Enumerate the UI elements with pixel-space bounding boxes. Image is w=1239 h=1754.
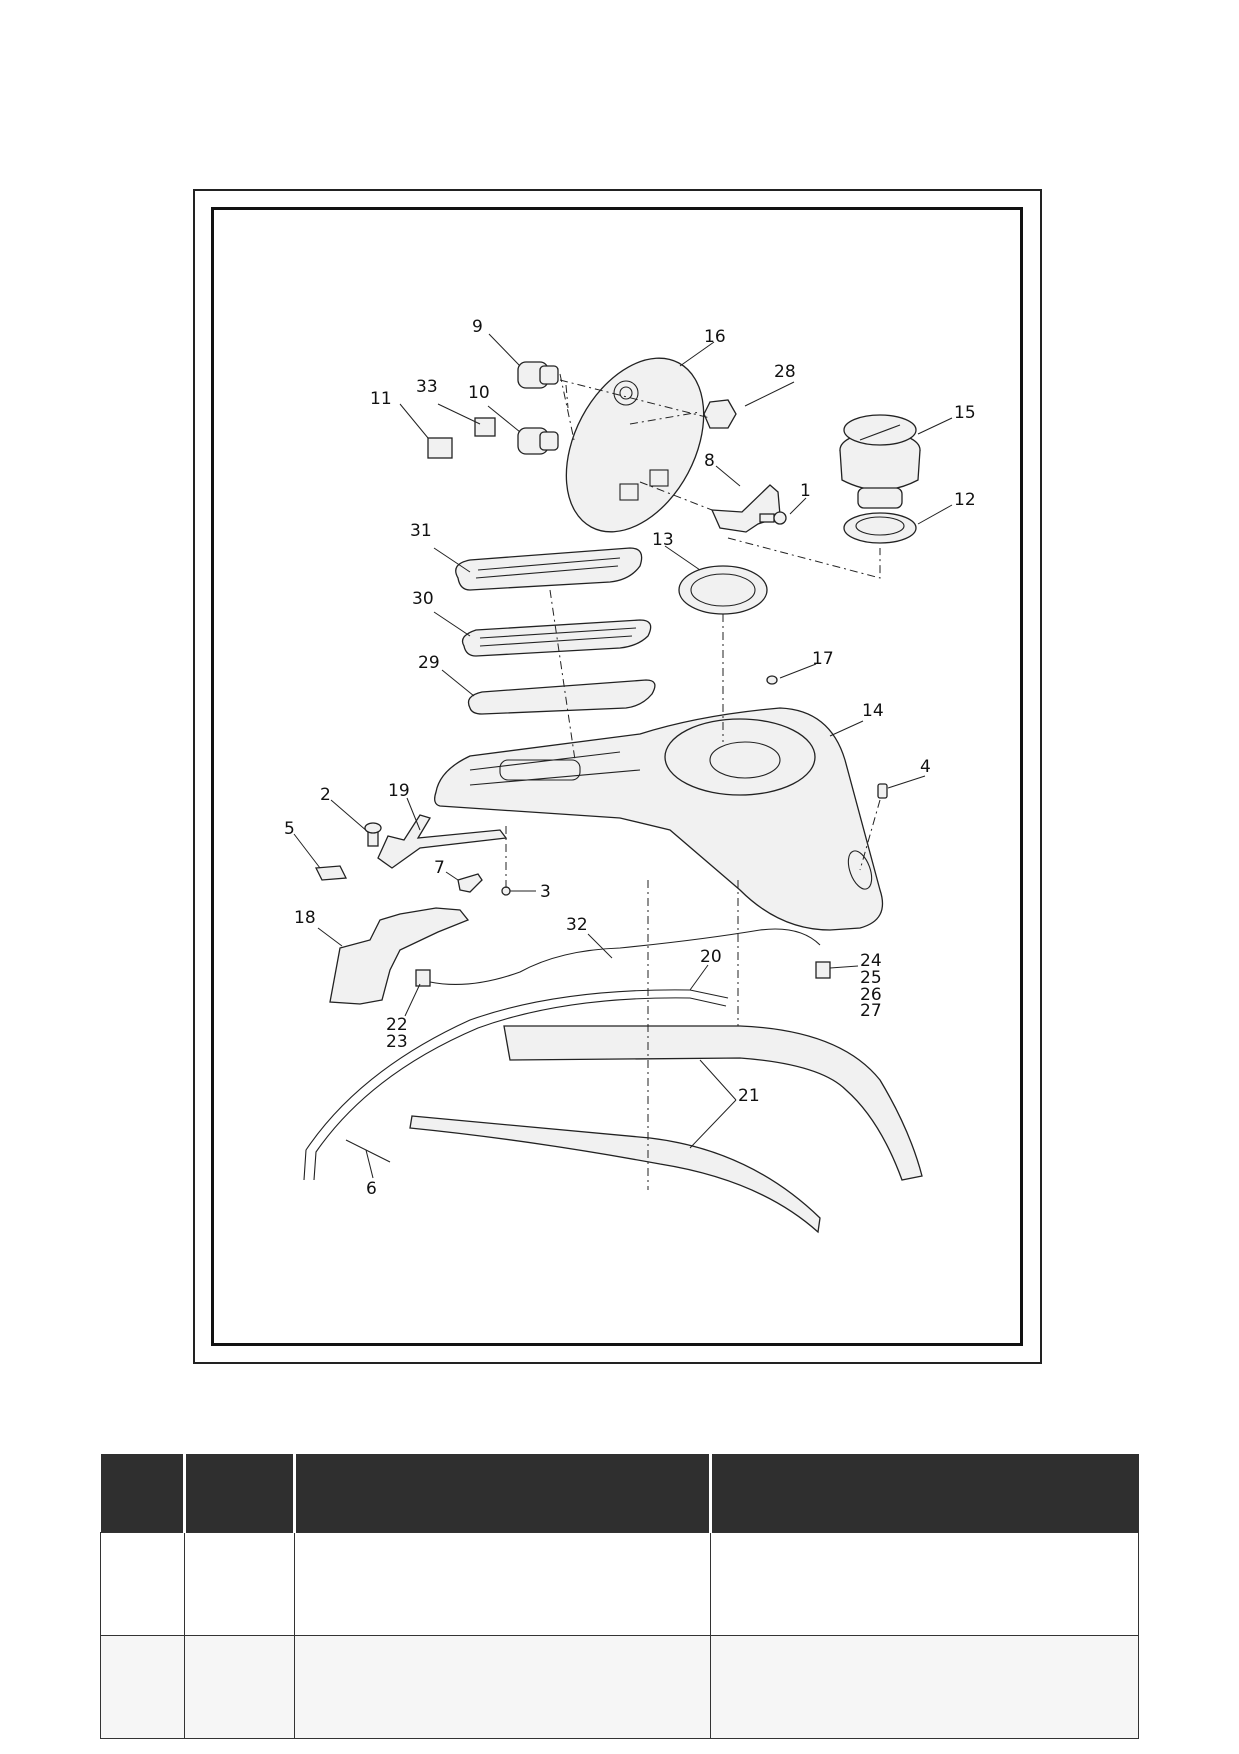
part-16-round-plate [565, 357, 705, 533]
table-cell [184, 1532, 295, 1636]
callout-33: 33 [416, 377, 438, 397]
part-3-nut [501, 886, 511, 896]
part-14-console [434, 707, 884, 931]
part-5-nut-plate [314, 865, 348, 881]
callout-1: 1 [800, 481, 811, 501]
part-1-bolt [759, 511, 787, 525]
callout-17: 17 [812, 649, 834, 669]
table-cell [100, 1532, 185, 1636]
callout-3: 3 [540, 882, 551, 902]
part-17-cap [766, 675, 778, 685]
part-33-clip [474, 417, 496, 437]
callout-6: 6 [366, 1179, 377, 1199]
callout-30: 30 [412, 589, 434, 609]
callout-9: 9 [472, 317, 483, 337]
callout-7: 7 [434, 858, 445, 878]
part-24-27-connector [815, 961, 831, 979]
part-4-screw [877, 783, 888, 799]
table-header-cell [184, 1454, 296, 1533]
part-20-tube [303, 989, 729, 1181]
diagram-outer-frame [193, 189, 1042, 1364]
table-cell [710, 1532, 1139, 1636]
part-8-bracket [710, 484, 781, 533]
exploded-parts-diagram: 9 16 28 33 10 11 15 8 1 12 31 13 30 17 2… [284, 317, 976, 1234]
part-7-clip [457, 873, 483, 893]
part-21-trim-lower [409, 1115, 821, 1234]
callout-24: 24 [860, 951, 882, 971]
part-28-nut [703, 399, 737, 429]
part-13-gasket [678, 565, 768, 615]
callout-15: 15 [954, 403, 976, 423]
part-15-fuel-cap [839, 414, 921, 509]
table-header-cell [710, 1454, 1139, 1533]
callout-23: 23 [386, 1032, 408, 1052]
callout-28: 28 [774, 362, 796, 382]
callout-4: 4 [920, 757, 931, 777]
table-cell [100, 1635, 185, 1739]
part-31-grille [455, 547, 643, 591]
callout-14: 14 [862, 701, 884, 721]
table-header-row [100, 1454, 1139, 1533]
callout-22: 22 [386, 1015, 408, 1035]
part-6-cable-tie [345, 1139, 391, 1163]
callout-13: 13 [652, 530, 674, 550]
part-32-harness [415, 928, 821, 986]
table-header-cell [294, 1454, 712, 1533]
callout-10: 10 [468, 383, 490, 403]
callout-27: 27 [860, 1001, 882, 1021]
callout-11: 11 [370, 389, 392, 409]
part-9-plug [517, 361, 559, 389]
table-row [100, 1635, 1139, 1739]
callout-18: 18 [294, 908, 316, 928]
part-21-trim-upper [503, 1025, 923, 1181]
callout-29: 29 [418, 653, 440, 673]
callout-5: 5 [284, 819, 295, 839]
callout-8: 8 [704, 451, 715, 471]
part-2-bolt [364, 822, 382, 847]
table-cell [710, 1635, 1139, 1739]
table-cell [184, 1635, 295, 1739]
callout-2: 2 [320, 785, 331, 805]
part-11-clip [427, 437, 453, 459]
table-header-cell [100, 1454, 186, 1533]
part-22-23-connector [415, 969, 431, 987]
callout-12: 12 [954, 490, 976, 510]
parts-table [100, 1454, 1139, 1739]
callout-21: 21 [738, 1086, 760, 1106]
callout-25: 25 [860, 968, 882, 988]
callout-20: 20 [700, 947, 722, 967]
part-19-bracket [377, 814, 508, 869]
part-18-bracket [329, 907, 470, 1005]
table-cell [294, 1635, 711, 1739]
callout-26: 26 [860, 985, 882, 1005]
callout-31: 31 [410, 521, 432, 541]
callout-19: 19 [388, 781, 410, 801]
table-row [100, 1532, 1139, 1636]
part-12-ring [843, 512, 917, 544]
part-29-grille [467, 679, 656, 715]
part-10-plug [517, 427, 559, 455]
callout-32: 32 [566, 915, 588, 935]
table-cell [294, 1532, 711, 1636]
callout-16: 16 [704, 327, 726, 347]
